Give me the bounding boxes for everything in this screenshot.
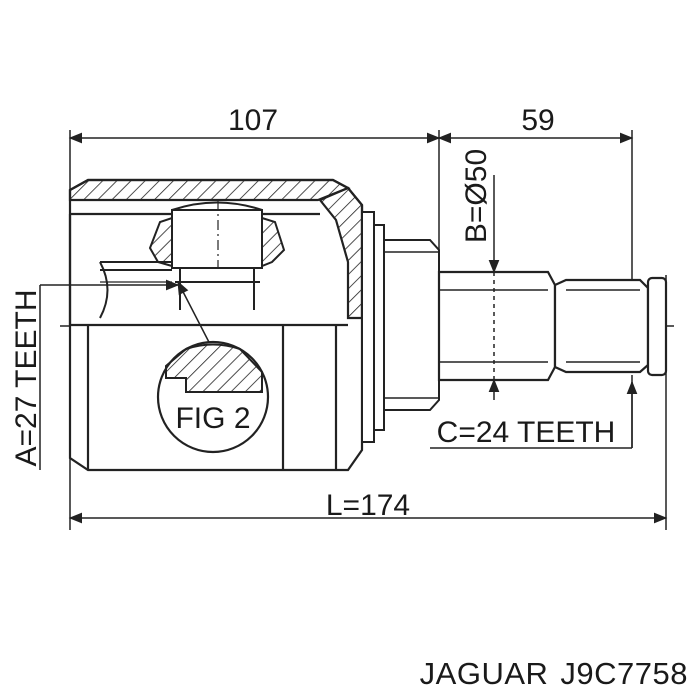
- fig2-leader: [177, 280, 213, 349]
- part-number: J9C7758: [560, 656, 688, 691]
- fig2-detail: FIG 2: [156, 340, 270, 454]
- dim-length-107: 107: [228, 104, 278, 137]
- fig2-label: FIG 2: [175, 402, 250, 435]
- output-shaft: [437, 270, 668, 382]
- dim-teeth-a: A=27 TEETH: [10, 289, 43, 466]
- tripod-roller: [99, 200, 286, 319]
- dimension-lines: [39, 132, 668, 524]
- seal-ring: [361, 211, 440, 443]
- brand-label: JAGUAR: [419, 656, 549, 691]
- joint-housing: [68, 178, 364, 472]
- part-caption: JAGUAR J9C7758: [420, 656, 688, 692]
- dim-length-59: 59: [521, 104, 554, 137]
- dim-teeth-c: C=24 TEETH: [437, 416, 616, 449]
- dim-total-length: L=174: [326, 489, 410, 522]
- dim-diameter-b: B=Ø50: [460, 149, 493, 243]
